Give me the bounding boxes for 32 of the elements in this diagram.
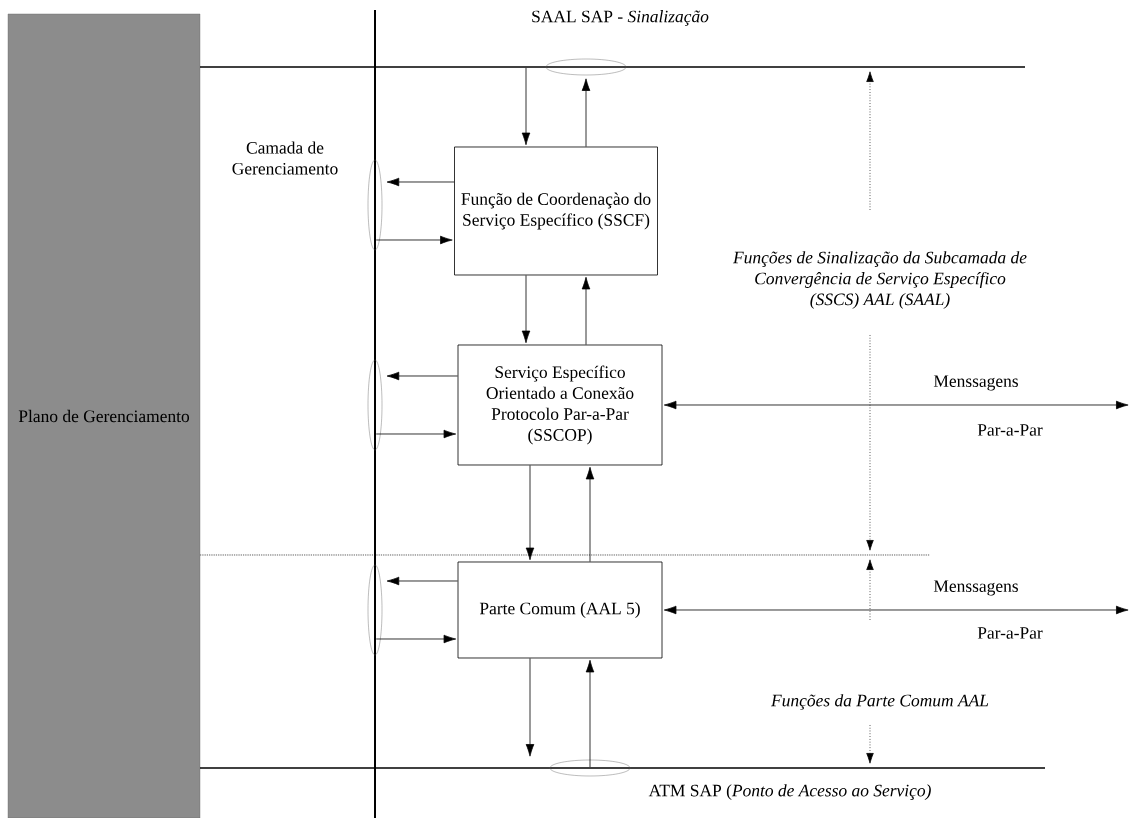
arrow — [386, 576, 458, 586]
arrow — [585, 466, 595, 562]
arrow — [386, 177, 455, 187]
process-box: Serviço Específico Orientado a Conexão Protocolo Par-a-Par (SSCOP) — [457, 344, 663, 466]
edge-label: Menssagens — [933, 375, 1018, 391]
arrow — [663, 605, 1129, 615]
line-label: ATM SAP (Ponto de Acesso ao Serviço) — [648, 784, 931, 800]
arrow-caption: Par-a-Par — [977, 627, 1043, 639]
arrow — [521, 275, 531, 344]
annotation-text: Funções de Sinalização da Subcamada de Convergência de Serviço Específico (SSCS) AAL (SAAL) — [732, 251, 1027, 309]
edge-label: Menssagens — [933, 580, 1018, 596]
horizontal-line — [200, 759, 1045, 777]
arrow — [585, 659, 595, 768]
arrow — [581, 276, 591, 345]
annotation-text: Funções da Parte Comum AAL — [770, 694, 989, 710]
arrow — [581, 78, 591, 147]
process-box: Parte Comum (AAL 5) — [457, 561, 663, 659]
arrow — [375, 634, 457, 644]
layer-label: Camada de Gerenciamento — [232, 141, 338, 175]
line-label: SAAL SAP - Sinalização — [532, 10, 709, 26]
arrow — [375, 235, 453, 245]
arrow — [525, 465, 535, 561]
arrow-caption: Par-a-Par — [977, 424, 1043, 436]
management-plane-band: Plano de Gerenciamento — [7, 13, 201, 818]
arrow — [525, 658, 535, 757]
vertical-line — [367, 10, 383, 818]
process-box: Função de Coordenaçào do Serviço Específico (SSCF) — [454, 146, 658, 276]
arrow — [663, 400, 1129, 410]
horizontal-line — [200, 58, 1025, 76]
arrow — [375, 429, 457, 439]
arrow — [386, 371, 458, 381]
arrow — [521, 67, 531, 146]
